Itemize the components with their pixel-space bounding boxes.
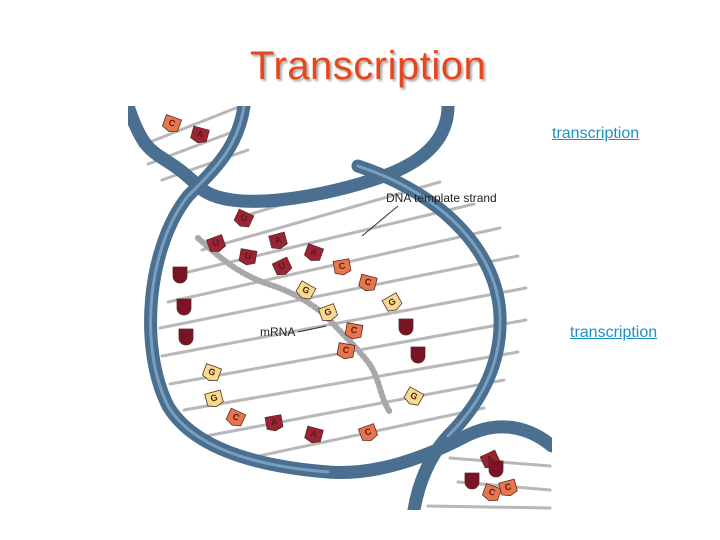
nucleotide-base: A — [264, 414, 284, 432]
base-letter: C — [231, 411, 242, 423]
rung — [158, 254, 520, 330]
transcription-link-1[interactable]: transcription — [552, 125, 640, 142]
nucleotide-base: G — [201, 363, 223, 381]
nucleotide-base — [178, 328, 194, 346]
nucleotide-base — [488, 460, 504, 478]
template-strand-pointer — [361, 205, 399, 237]
nucleotide-base: G — [204, 389, 224, 408]
nucleotide-base: U — [271, 256, 293, 276]
nucleotide-base: C — [336, 342, 356, 360]
dna-backbone-left — [128, 106, 455, 208]
base-letter: G — [323, 306, 333, 318]
rung — [204, 378, 506, 438]
mrna-pointer — [297, 325, 327, 333]
nucleotide-base: A — [303, 243, 325, 261]
base-letter: C — [167, 117, 177, 129]
slide-title: Transcription — [250, 44, 487, 88]
nucleotide-base: C — [481, 483, 503, 501]
mrna-label: mRNA — [260, 325, 295, 339]
base-letter: G — [300, 284, 311, 296]
nucleotide-base: G — [381, 292, 403, 312]
nucleotide-base: C — [498, 478, 518, 497]
nucleotide-base: G — [403, 386, 425, 406]
nucleotide-base: A — [268, 231, 288, 250]
nucleotide-base: U — [238, 248, 258, 266]
base-letter: C — [363, 426, 373, 438]
base-letter: U — [211, 237, 221, 249]
nucleotide-base — [176, 298, 192, 316]
nucleotide-base: U — [205, 234, 227, 252]
base-letter: C — [350, 325, 359, 336]
base-letter: A — [309, 246, 319, 258]
base-letter: A — [274, 234, 283, 245]
base-letter: C — [364, 276, 373, 287]
nucleotide-base — [410, 346, 426, 364]
base-letter: U — [244, 251, 252, 262]
base-letter: C — [342, 345, 351, 356]
dna-template-strand-label: DNA template strand — [386, 191, 497, 205]
base-letter: C — [338, 260, 347, 271]
nucleotide-base: G — [295, 280, 317, 300]
base-letter: G — [408, 390, 419, 402]
nucleotide-base — [464, 472, 480, 490]
nucleotide-base: G — [317, 303, 339, 321]
rung — [138, 106, 246, 148]
rung — [426, 504, 552, 510]
nucleotide-base: C — [344, 322, 364, 340]
base-letter: G — [209, 392, 218, 403]
nucleotide-base: U — [233, 208, 255, 228]
base-letter: G — [207, 366, 217, 378]
nucleotide-base: C — [358, 273, 378, 292]
base-letter: A — [270, 416, 279, 427]
rung — [160, 286, 528, 358]
transcription-link-2[interactable]: transcription — [570, 324, 658, 341]
base-letter: A — [196, 128, 205, 139]
nucleotide-base: A — [190, 125, 210, 144]
base-letter: G — [386, 296, 397, 308]
dna-backbones — [128, 106, 552, 510]
base-letter: A — [485, 453, 496, 465]
base-letter: C — [504, 481, 513, 492]
rung — [200, 180, 442, 252]
base-letter: U — [277, 260, 287, 272]
base-letter: A — [310, 428, 319, 439]
nucleotide-base: C — [357, 423, 379, 441]
nucleotide-base — [398, 318, 414, 336]
nucleotide-base: A — [304, 425, 324, 444]
nucleotide-base: C — [332, 258, 352, 276]
rung — [182, 350, 520, 412]
nucleotide-base: C — [161, 114, 183, 132]
nucleotide-base: C — [225, 407, 247, 427]
base-letter: C — [487, 486, 497, 498]
base-letter: U — [239, 212, 249, 224]
nucleotide-base — [172, 266, 188, 284]
